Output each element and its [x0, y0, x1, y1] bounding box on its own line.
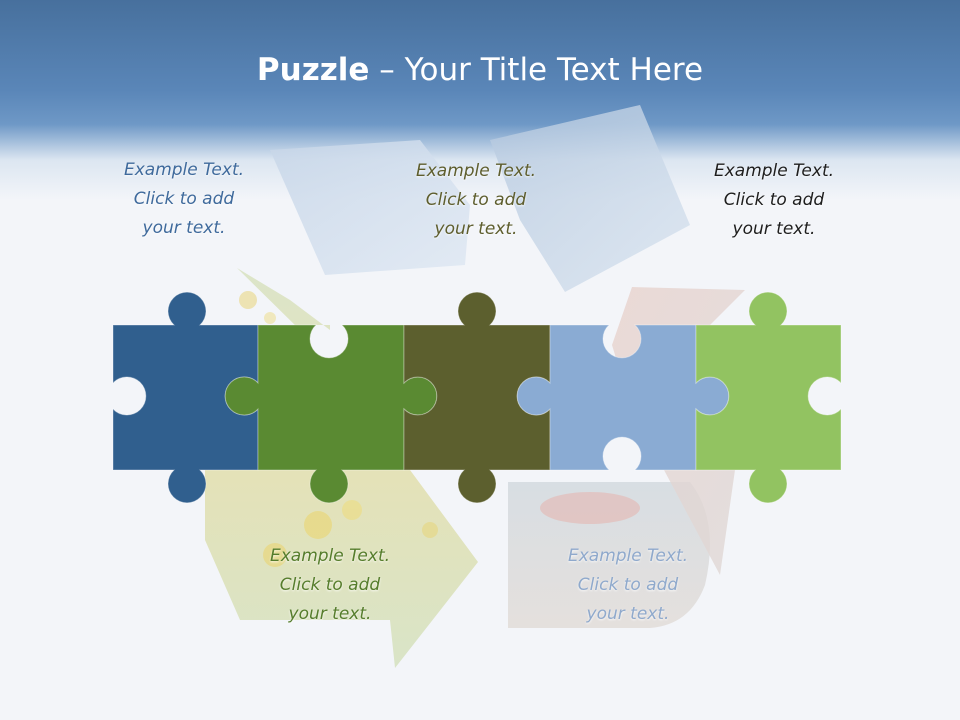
flower-pattern [239, 291, 438, 567]
header-band [0, 0, 960, 200]
caption-4-line-1: Example Text. [269, 546, 391, 566]
caption-2-line-1: Example Text. [415, 161, 537, 181]
slide-title[interactable]: Puzzle – Your Title Text Here [0, 50, 960, 90]
caption-2-line-2: Click to add [425, 190, 527, 210]
caption-2[interactable]: Example Text. Click to add your text. [376, 157, 576, 244]
caption-5-line-1: Example Text. [567, 546, 689, 566]
caption-3-line-2: Click to add [723, 190, 825, 210]
caption-5-line-3: your text. [586, 604, 670, 624]
caption-1[interactable]: Example Text. Click to add your text. [84, 156, 284, 243]
caption-2-line-3: your text. [434, 219, 518, 239]
title-rest: – Your Title Text Here [369, 52, 704, 88]
caption-1-line-2: Click to add [133, 189, 235, 209]
caption-3-line-1: Example Text. [713, 161, 835, 181]
caption-4[interactable]: Example Text. Click to add your text. [230, 542, 430, 629]
caption-4-line-3: your text. [288, 604, 372, 624]
caption-5[interactable]: Example Text. Click to add your text. [528, 542, 728, 629]
caption-3-line-3: your text. [732, 219, 816, 239]
sky-arrow-left [270, 140, 470, 275]
caption-4-line-2: Click to add [279, 575, 381, 595]
hand-shape [540, 492, 640, 524]
puzzle-piece-5[interactable] [695, 291, 842, 504]
caption-1-line-3: your text. [142, 218, 226, 238]
sky-arrow-right [490, 105, 690, 292]
caption-3[interactable]: Example Text. Click to add your text. [674, 157, 874, 244]
caption-5-line-2: Click to add [577, 575, 679, 595]
caption-1-line-1: Example Text. [123, 160, 245, 180]
title-bold: Puzzle [256, 52, 370, 88]
